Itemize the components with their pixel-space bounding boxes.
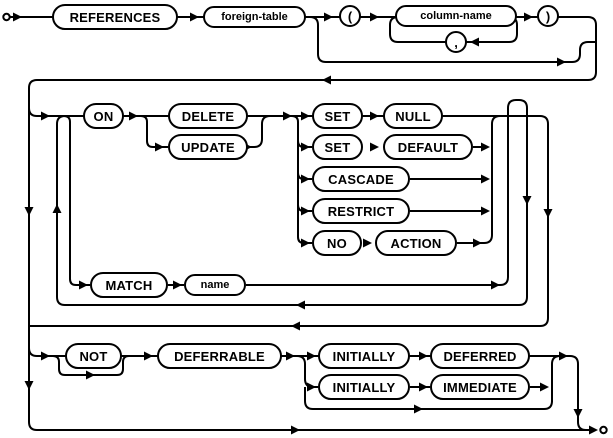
keyword-initially-2: INITIALLY <box>318 374 410 400</box>
keyword-not: NOT <box>65 343 122 369</box>
keyword-on: ON <box>83 103 124 129</box>
keyword-null: NULL <box>383 103 443 129</box>
keyword-immediate: IMMEDIATE <box>430 374 530 400</box>
track-action-collector <box>491 115 501 235</box>
keyword-no: NO <box>312 230 362 256</box>
track-update-merge <box>248 115 271 148</box>
keyword-action: ACTION <box>375 230 457 256</box>
track-update-split <box>140 115 168 148</box>
keyword-restrict: RESTRICT <box>312 198 410 224</box>
track-initially-merge <box>551 355 561 402</box>
nonterminal-column-name: column-name <box>395 5 517 27</box>
keyword-update: UPDATE <box>168 134 248 160</box>
track-deferrable-row <box>28 347 587 431</box>
keyword-deferrable: DEFERRABLE <box>157 343 282 369</box>
punct-comma: , <box>445 31 467 53</box>
track-loop-return <box>56 99 528 306</box>
keyword-initially-1: INITIALLY <box>318 343 410 369</box>
track-spine <box>10 16 597 431</box>
keyword-set-2: SET <box>312 134 363 160</box>
keyword-match: MATCH <box>90 272 168 298</box>
track-comma-loop <box>389 16 518 43</box>
punct-left-paren: ( <box>339 5 361 27</box>
keyword-cascade: CASCADE <box>312 166 410 192</box>
keyword-references: REFERENCES <box>52 4 178 30</box>
start-terminal <box>2 12 11 22</box>
punct-right-paren: ) <box>537 5 559 27</box>
end-terminal <box>599 425 608 435</box>
track-match-branch <box>63 115 90 286</box>
track-initially-skip <box>304 387 553 410</box>
nonterminal-name: name <box>184 274 246 296</box>
track-action-split <box>291 115 299 237</box>
keyword-default: DEFAULT <box>383 134 473 160</box>
keyword-deferred: DEFERRED <box>430 343 530 369</box>
track-paren-bypass <box>309 16 596 63</box>
track-on-row <box>28 107 549 327</box>
keyword-set-1: SET <box>312 103 363 129</box>
keyword-delete: DELETE <box>168 103 248 129</box>
track-action-row5-out <box>457 234 493 244</box>
nonterminal-foreign-table: foreign-table <box>203 6 306 28</box>
track-initially-split <box>296 355 318 388</box>
